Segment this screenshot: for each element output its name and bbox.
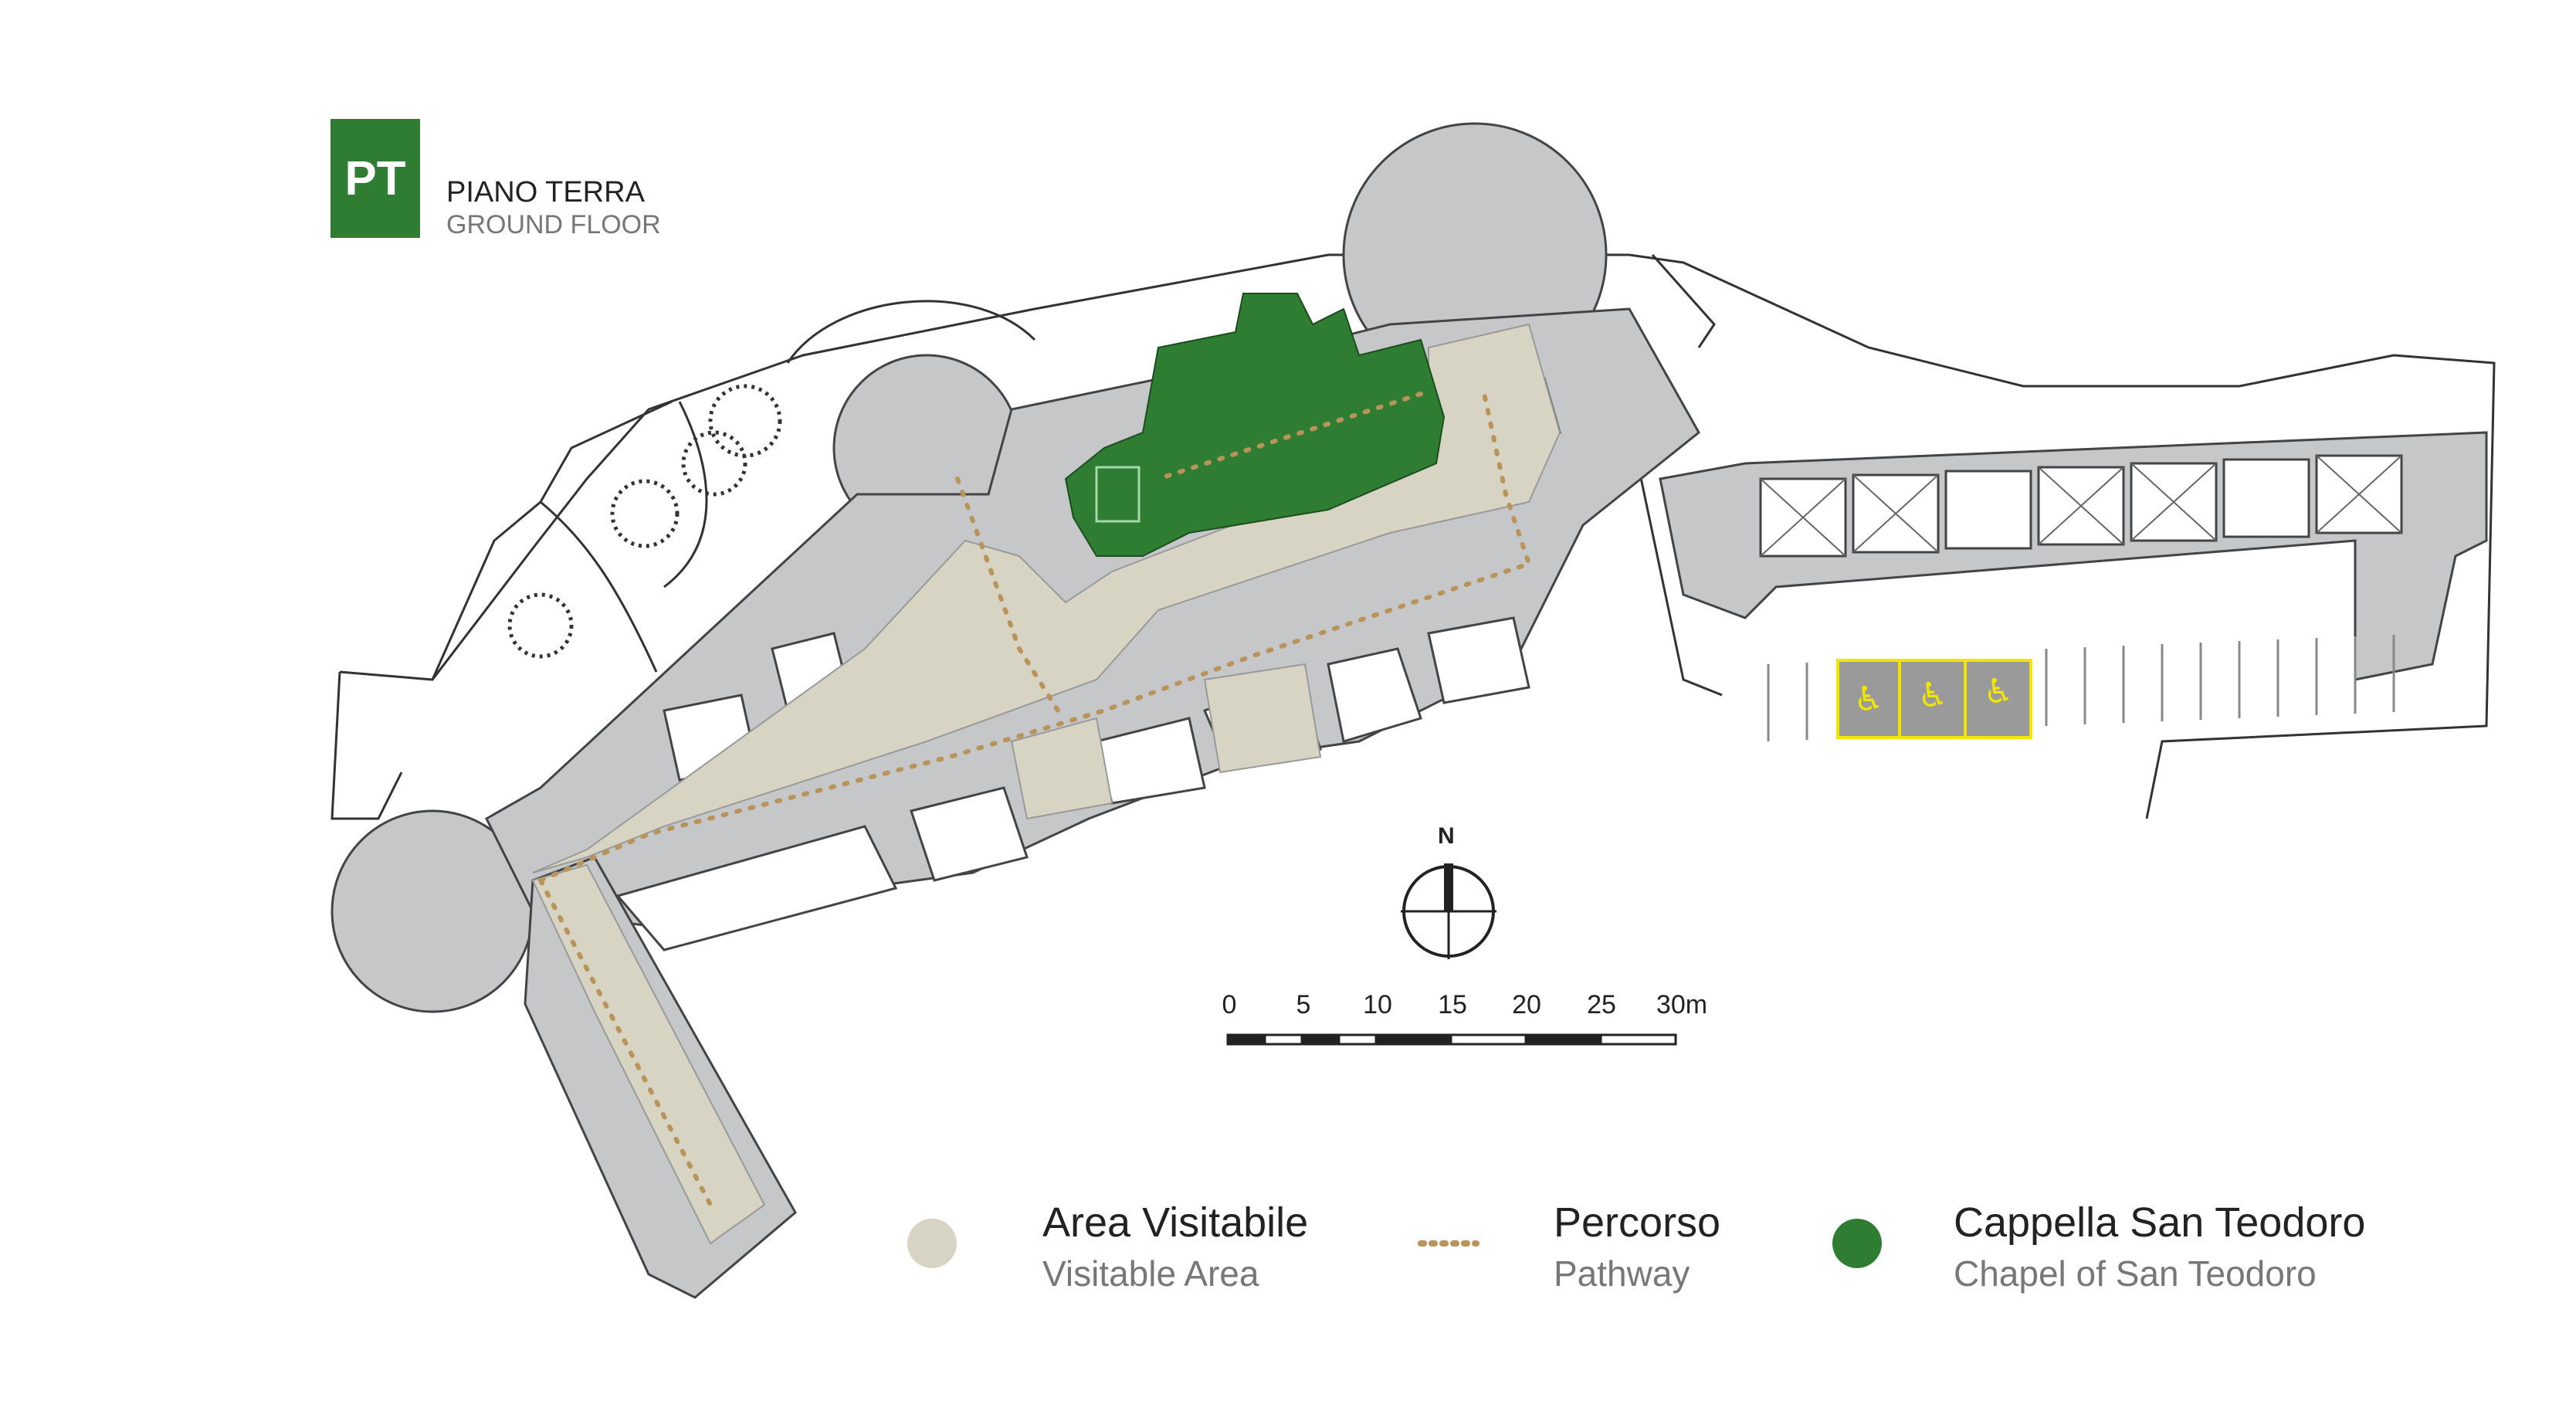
floor-title: PIANO TERRA <box>446 176 645 209</box>
scale-tick: 5 <box>1296 990 1311 1019</box>
legend-sublabel-chapel: Chapel of San Teodoro <box>1954 1253 2317 1294</box>
scale-tick: 25 <box>1587 990 1616 1019</box>
scale-tick: 15 <box>1438 990 1467 1019</box>
floor-badge: PT <box>330 119 420 238</box>
scale-tick: 20 <box>1512 990 1541 1019</box>
legend-label-visitable: Area Visitabile <box>1042 1199 1309 1246</box>
legend-sublabel-visitable: Visitable Area <box>1042 1253 1259 1294</box>
svg-text:♿: ♿ <box>1917 676 1947 715</box>
compass-north-label: N <box>1438 823 1455 849</box>
legend-label-chapel: Cappella San Teodoro <box>1954 1199 2366 1246</box>
legend-swatch-chapel <box>1832 1219 1882 1268</box>
legend-sublabel-pathway: Pathway <box>1554 1253 1690 1294</box>
floor-subtitle: GROUND FLOOR <box>446 210 661 239</box>
scale-tick: 0 <box>1222 990 1237 1019</box>
legend-label-pathway: Percorso <box>1554 1199 1721 1246</box>
compass-rose-icon <box>1401 863 1496 959</box>
svg-text:♿: ♿ <box>1983 672 2013 711</box>
tree-icon <box>507 384 782 659</box>
svg-text:♿: ♿ <box>1853 680 1883 719</box>
accessible-parking-icon: ♿ ♿ ♿ <box>1836 659 2032 739</box>
legend-swatch-visitable <box>907 1219 957 1268</box>
scale-bar <box>1226 1033 1677 1046</box>
scale-tick: 30m <box>1656 990 1708 1019</box>
scale-tick: 10 <box>1363 990 1392 1019</box>
